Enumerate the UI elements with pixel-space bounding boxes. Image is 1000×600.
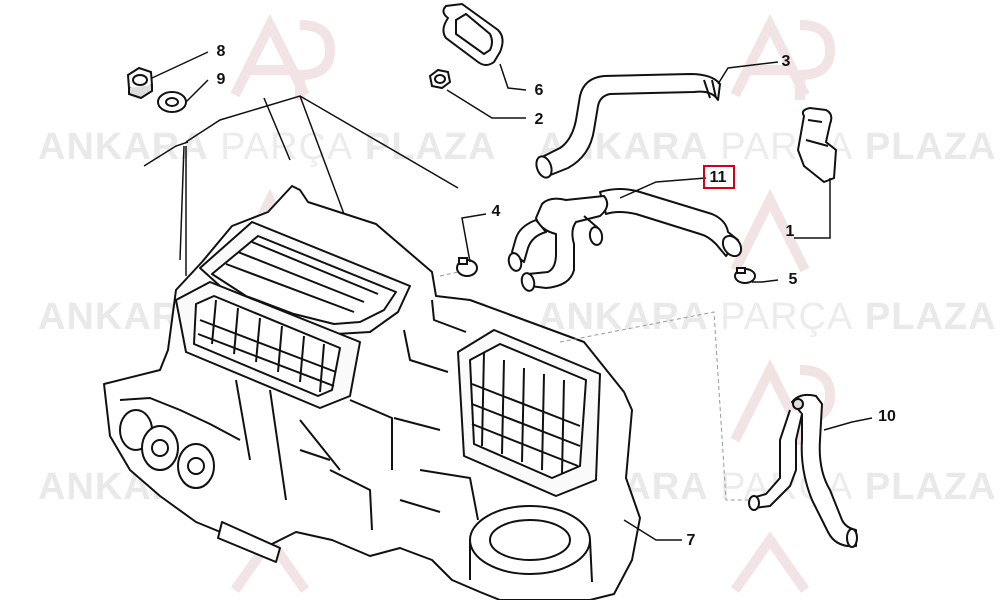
callout-2: 2 xyxy=(534,111,544,128)
watermark-word-2: PARÇA xyxy=(220,126,354,168)
part-3-hose xyxy=(535,73,721,179)
callout-4: 4 xyxy=(491,203,501,220)
callout-11-highlight-box xyxy=(703,165,735,189)
part-7-hvac-housing xyxy=(103,185,641,600)
part-6-gasket xyxy=(442,2,504,66)
part-4-clamp xyxy=(456,257,478,277)
watermark-row-4: ANKARA PARÇA PLAZA xyxy=(538,296,997,339)
callout-1: 1 xyxy=(785,223,795,240)
watermark-word-1: ANKARA xyxy=(538,296,709,338)
watermark-row-1: ANKARA PARÇA PLAZA xyxy=(38,126,497,169)
watermark-word-1: ANKARA xyxy=(38,126,209,168)
watermark-word-3: PLAZA xyxy=(864,296,997,338)
part-2-nut xyxy=(428,68,452,90)
dashed-lines xyxy=(439,271,752,501)
watermark-word-3: PLAZA xyxy=(864,466,997,508)
part-9-washer xyxy=(157,91,187,113)
callout-10: 10 xyxy=(878,408,896,425)
callout-11: 11 xyxy=(709,169,727,186)
part-5-clamp xyxy=(734,267,756,284)
part-1-bracket xyxy=(796,106,838,184)
part-10-hose xyxy=(748,393,858,548)
watermark-word-3: PLAZA xyxy=(864,126,997,168)
callout-5: 5 xyxy=(788,271,798,288)
callout-6: 6 xyxy=(534,82,544,99)
part-8-nut xyxy=(126,66,154,100)
callout-9: 9 xyxy=(216,71,226,88)
watermark-word-2: PARÇA xyxy=(720,296,854,338)
callout-3: 3 xyxy=(781,53,791,70)
callout-8: 8 xyxy=(216,43,226,60)
leader-lines xyxy=(143,51,873,541)
callout-7: 7 xyxy=(686,532,696,549)
part-11-heater-hose xyxy=(507,188,743,292)
